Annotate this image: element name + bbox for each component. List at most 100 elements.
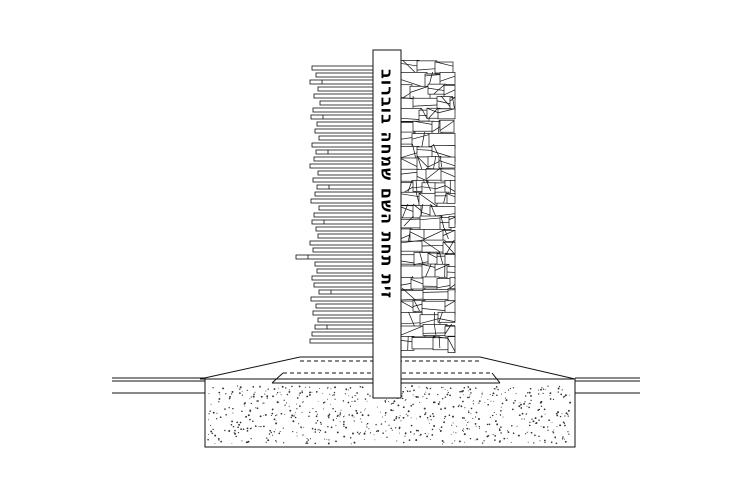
stone-facet — [442, 229, 456, 236]
stone-facet — [409, 231, 427, 241]
aggregate-speck — [528, 391, 531, 394]
aggregate-speck — [354, 400, 356, 402]
stone-facet — [400, 322, 423, 325]
aggregate-speck — [255, 407, 257, 409]
aggregate-speck — [368, 428, 370, 430]
aggregate-speck — [448, 414, 451, 416]
aggregate-speck — [315, 422, 317, 424]
aggregate-speck — [406, 390, 409, 392]
stone-facet — [437, 108, 456, 114]
stone-facet — [421, 308, 448, 312]
aggregate-speck — [318, 428, 320, 430]
aggregate-speck — [270, 431, 272, 434]
stone-facet — [400, 63, 420, 67]
stone-facet — [400, 239, 425, 244]
aggregate-speck — [540, 405, 543, 408]
aggregate-speck — [328, 439, 330, 441]
aggregate-speck — [348, 414, 350, 416]
aggregate-speck — [271, 412, 274, 415]
aggregate-speck — [440, 408, 442, 410]
aggregate-speck — [375, 423, 377, 426]
stone-facet — [413, 299, 420, 312]
aggregate-speck — [263, 425, 265, 428]
aggregate-speck — [539, 440, 541, 442]
aggregate-speck — [470, 407, 473, 410]
aggregate-speck — [538, 419, 540, 421]
stone-cluster — [400, 59, 456, 354]
aggregate-speck — [284, 413, 286, 415]
aggregate-speck — [415, 429, 418, 432]
aggregate-speck — [425, 391, 427, 393]
aggregate-speck — [404, 432, 407, 435]
aggregate-speck — [249, 410, 251, 413]
aggregate-speck — [350, 443, 352, 445]
stone-facet — [416, 149, 435, 151]
aggregate-speck — [332, 408, 334, 410]
aggregate-speck — [276, 394, 278, 396]
aggregate-speck — [393, 400, 396, 403]
aggregate-speck — [296, 432, 298, 434]
aggregate-speck — [388, 401, 390, 403]
aggregate-speck — [355, 409, 358, 412]
aggregate-speck — [556, 426, 558, 428]
aggregate-speck — [309, 411, 311, 414]
aggregate-speck — [467, 421, 469, 424]
stone — [416, 146, 435, 158]
rod — [314, 128, 374, 134]
aggregate-speck — [463, 433, 466, 436]
rod — [311, 275, 374, 281]
aggregate-speck — [489, 394, 491, 396]
aggregate-speck — [492, 392, 495, 395]
aggregate-speck — [256, 400, 258, 402]
aggregate-speck — [503, 437, 506, 440]
aggregate-speck — [328, 416, 330, 419]
rod — [312, 247, 374, 253]
aggregate-speck — [442, 387, 444, 389]
aggregate-speck — [230, 423, 233, 426]
aggregate-speck — [467, 386, 470, 388]
aggregate-speck — [274, 429, 276, 431]
aggregate-speck — [547, 429, 549, 431]
aggregate-speck — [308, 393, 311, 396]
stone-facet — [443, 89, 456, 96]
aggregate-speck — [339, 413, 341, 416]
stone — [400, 312, 423, 328]
stone-facet — [425, 168, 444, 170]
aggregate-speck — [544, 389, 546, 391]
aggregate-speck — [494, 435, 497, 437]
stone — [425, 168, 444, 181]
aggregate-speck — [542, 392, 544, 395]
aggregate-speck — [498, 440, 501, 443]
aggregate-speck — [214, 434, 217, 437]
aggregate-speck — [245, 441, 248, 444]
aggregate-speck — [564, 424, 566, 427]
aggregate-speck — [240, 428, 242, 430]
aggregate-speck — [521, 418, 523, 420]
aggregate-speck — [444, 407, 447, 410]
aggregate-speck — [562, 421, 565, 424]
aggregate-speck — [336, 431, 339, 434]
aggregate-speck — [407, 410, 410, 413]
stone-facet — [422, 239, 441, 253]
aggregate-speck — [430, 419, 432, 421]
aggregate-speck — [281, 385, 284, 388]
aggregate-speck — [555, 442, 558, 445]
aggregate-speck — [412, 394, 414, 396]
aggregate-speck — [443, 421, 445, 424]
aggregate-speck — [301, 391, 304, 394]
aggregate-speck — [232, 412, 234, 414]
aggregate-speck — [306, 438, 308, 440]
aggregate-speck — [247, 440, 250, 443]
aggregate-speck — [391, 429, 393, 431]
stone-facet — [408, 311, 416, 328]
foundation-block — [204, 378, 576, 448]
stone-facet — [419, 217, 443, 221]
aggregate-speck — [427, 433, 429, 435]
aggregate-speck — [523, 402, 526, 405]
stone-facet — [434, 61, 454, 67]
stone-facet — [419, 318, 441, 324]
stone-facet — [409, 85, 431, 93]
aggregate-speck — [252, 395, 255, 398]
stone — [446, 193, 456, 204]
stone — [442, 229, 456, 242]
